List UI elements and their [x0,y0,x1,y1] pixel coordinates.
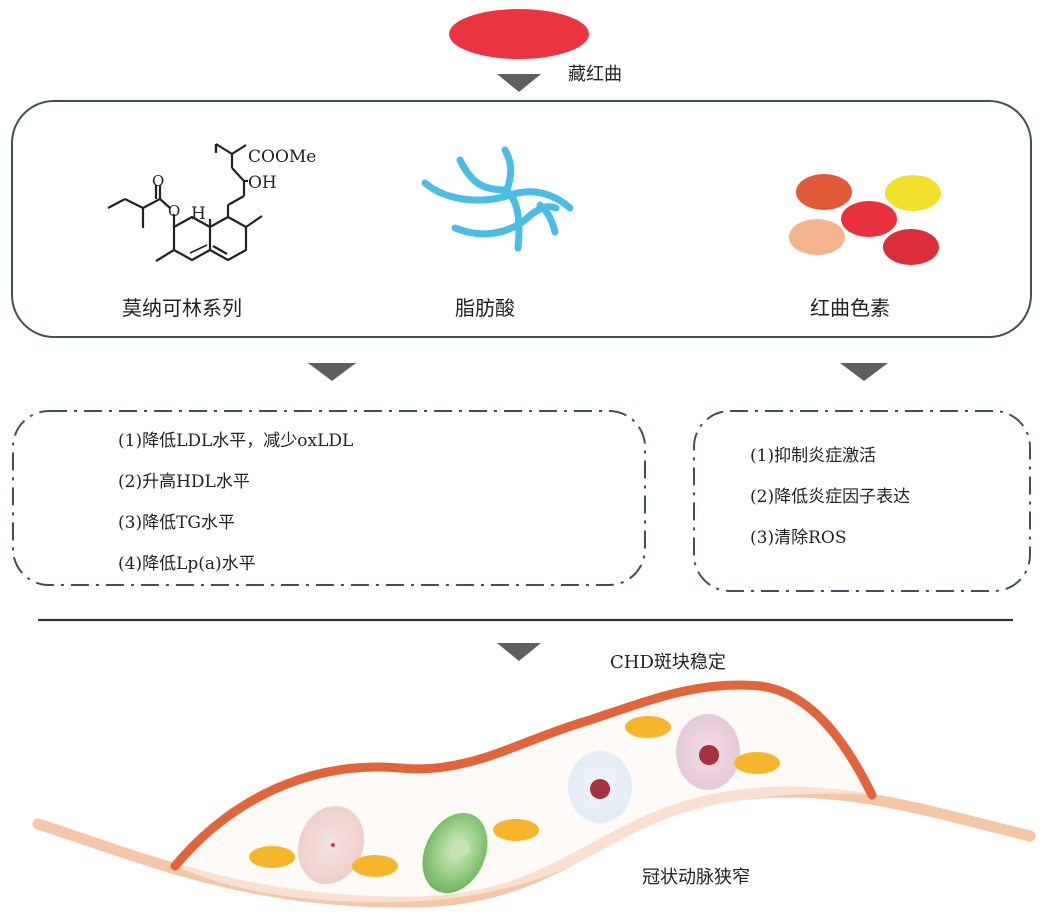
chem-label-hydroxyl: OH [248,173,277,193]
lipid-effect-item: (1)降低LDL水平，减少oxLDL [118,431,354,451]
lipid-effect-item: (2)升高HDL水平 [118,472,250,492]
arrow-down-2 [308,363,356,381]
inflammation-effect-item: (1)抑制炎症激活 [750,446,877,466]
lipid-droplet [493,819,539,841]
pigment-peach [789,219,845,255]
plaque-label: CHD斑块稳定 [610,652,726,673]
pigment-red [841,201,897,237]
plaque-border [170,680,877,871]
source-label: 藏红曲 [568,64,622,85]
cell-mauve-nucleus [699,745,719,765]
fatty-acid-icon [421,146,574,252]
lipid-effect-item: (4)降低Lp(a)水平 [118,554,256,574]
pigment-crimson [883,229,939,265]
inflammation-effects-box [693,410,1031,592]
chem-label-oxygen-ester: O [168,202,181,220]
lipid-droplet [352,855,398,877]
chem-label-hydrogen: H [191,204,206,224]
component-label-fatty-acid: 脂肪酸 [455,296,515,320]
cell-blue-nucleus [590,779,610,799]
cell-pink-nucleus [331,843,335,847]
arrow-down-4 [497,643,541,661]
lipid-droplet [625,716,671,738]
components-box [11,100,1032,338]
arrow-down-3 [840,363,888,381]
pigment-yellow [885,175,941,211]
monacolin-structure [107,143,263,262]
component-label-monacolin: 莫纳可林系列 [122,296,242,320]
component-label-pigment: 红曲色素 [810,296,890,320]
cell-green-nucleus [452,840,470,856]
chem-label-oxygen-carbonyl: O [152,172,165,190]
inflammation-effect-item: (2)降低炎症因子表达 [750,487,911,507]
chem-label-ester: COOMe [248,147,317,167]
arrow-down-1 [497,74,541,92]
lipid-droplet [249,846,295,868]
lipid-effect-item: (3)降低TG水平 [118,513,235,533]
red-yeast-icon [449,9,589,59]
lipid-effects-box [12,410,646,586]
plaque-region [175,684,872,903]
lipid-droplet [734,752,780,774]
pigment-orange [796,174,852,210]
artery-label: 冠状动脉狭窄 [642,867,750,888]
inflammation-effect-item: (3)清除ROS [750,528,847,548]
